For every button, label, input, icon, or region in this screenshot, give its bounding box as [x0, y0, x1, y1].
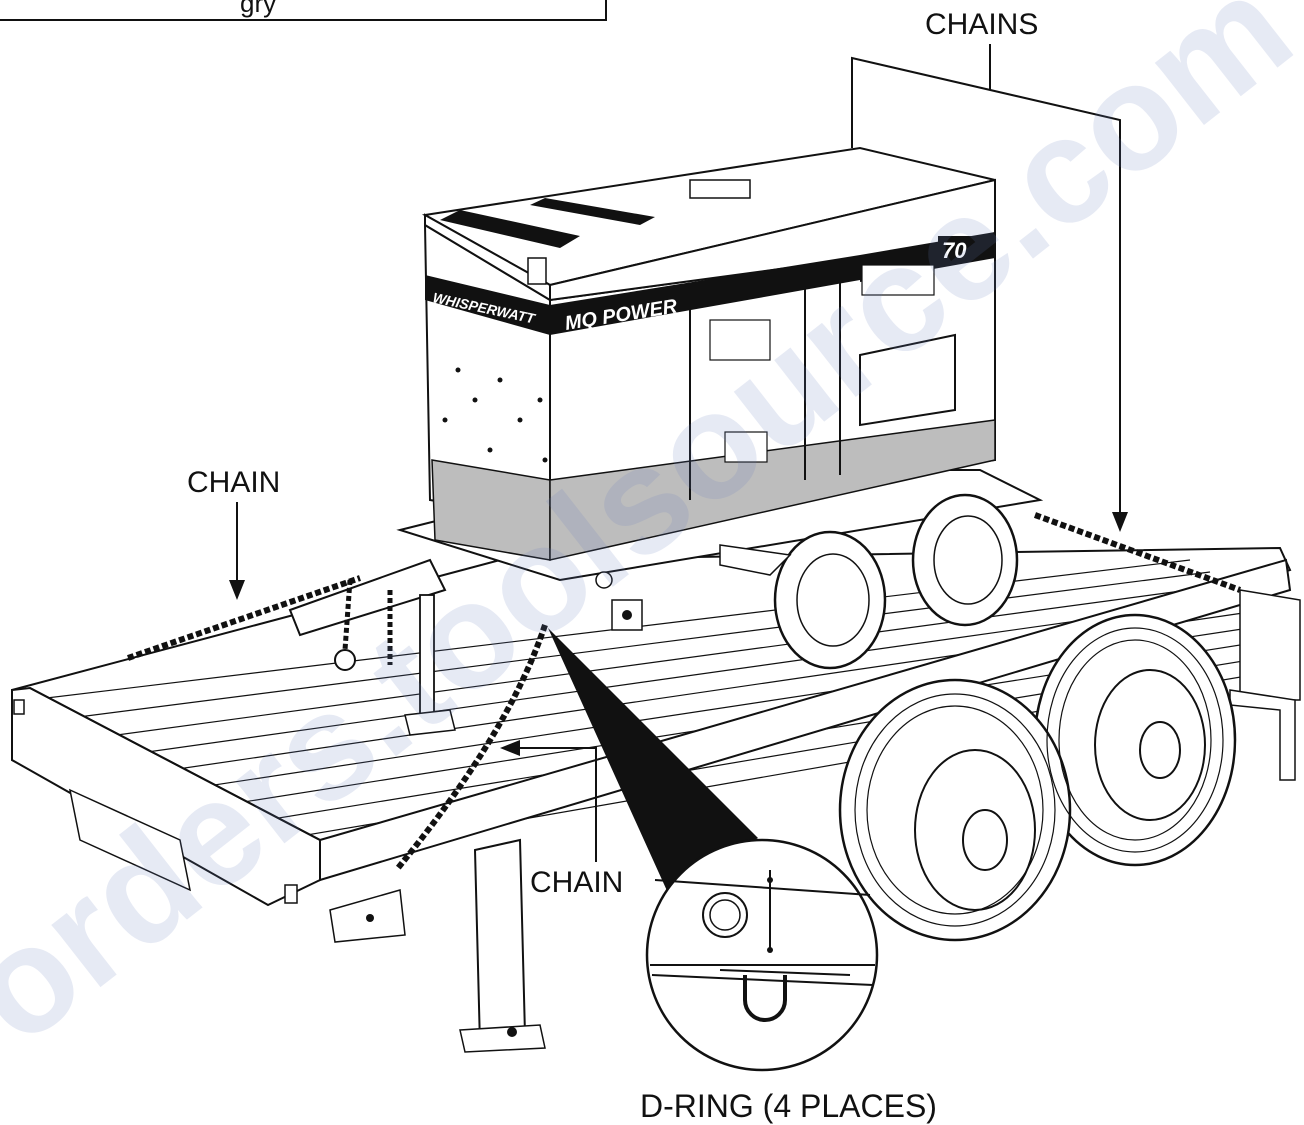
d-ring-detail [548, 628, 879, 1072]
trailer-tires [838, 613, 1237, 942]
louvers [709, 264, 935, 463]
safety-hook [334, 649, 356, 671]
chain-hanging [342, 579, 393, 665]
watermark-text: orders.toolsource.com [0, 0, 1304, 1075]
tiedown-chains [127, 512, 1242, 870]
zoom-wedge [548, 628, 758, 893]
notice-text: gry [240, 0, 276, 18]
chains-callout: CHAINS [851, 8, 1128, 532]
model-number-text: 70 [942, 238, 967, 263]
logo-badge [527, 257, 547, 285]
generator-tires [719, 493, 1019, 670]
hitch-assembly [288, 558, 643, 736]
generator-unit: WHISPERWATT MQ POWER 70 [396, 146, 1044, 582]
label-d-ring-caption: D-RING (4 PLACES) [640, 1088, 937, 1124]
flatbed-trailer [11, 546, 1301, 1053]
chain-left [127, 575, 361, 661]
chain-right [1033, 512, 1242, 593]
chain-center-callout: CHAIN [500, 740, 623, 899]
d-ring-icon [743, 975, 787, 1022]
enclosure-doors [689, 270, 841, 500]
notice-box: gry [0, 0, 607, 21]
chain-left-callout: CHAIN [187, 466, 280, 600]
d-ring-detail-circle [645, 838, 879, 1072]
landing-gear-leg [473, 838, 527, 1047]
top-vents [440, 179, 751, 248]
label-chains: CHAINS [925, 8, 1038, 41]
label-chain-left: CHAIN [187, 466, 280, 499]
control-panel-window [859, 333, 956, 427]
label-chain-center: CHAIN [530, 866, 623, 899]
chain-center [395, 624, 548, 870]
enclosure-rivets [442, 367, 548, 463]
